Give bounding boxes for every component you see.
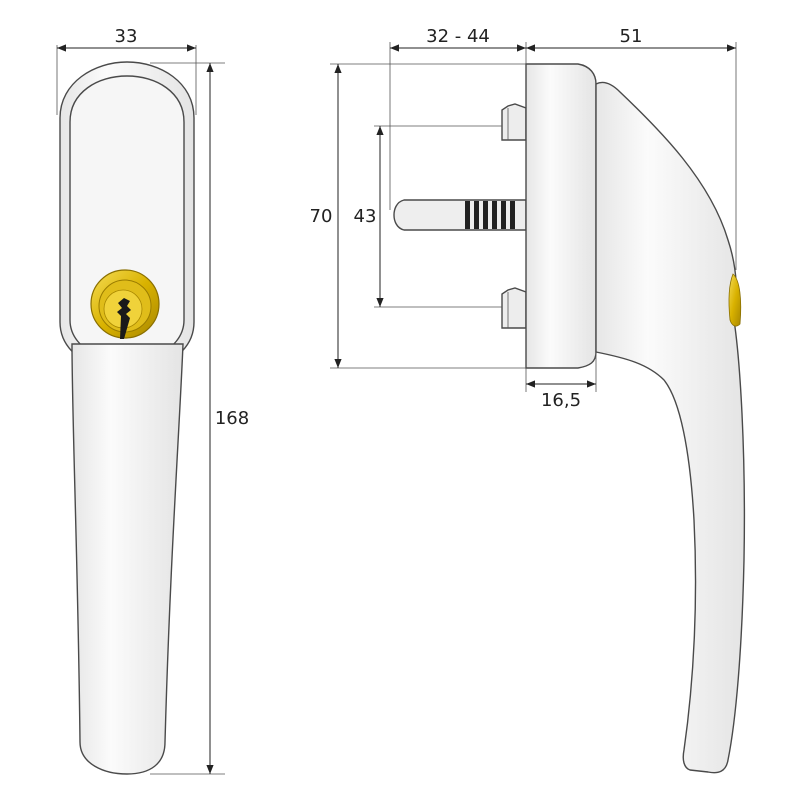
dimension-spindle-length: 32 - 44 xyxy=(389,26,527,210)
side-lever xyxy=(595,81,746,774)
dimension-base-height: 70 xyxy=(310,63,526,369)
side-lock-cylinder xyxy=(728,273,742,327)
dimension-front-height: 168 xyxy=(150,62,249,775)
dimension-label-front-height: 168 xyxy=(215,408,249,429)
dimension-label-base-depth: 16,5 xyxy=(541,390,581,411)
side-base-plate xyxy=(525,63,597,369)
spindle xyxy=(393,199,527,231)
dimension-label-projection: 51 xyxy=(620,26,643,47)
screw-bottom xyxy=(501,287,527,329)
side-view xyxy=(393,63,746,774)
keyhole-icon xyxy=(117,298,131,339)
dimension-projection: 51 xyxy=(526,26,737,270)
dimension-label-spindle-length: 32 - 44 xyxy=(426,26,490,47)
dimension-screw-spacing: 43 xyxy=(354,125,502,308)
dimension-front-width: 33 xyxy=(56,26,197,115)
dimension-label-front-width: 33 xyxy=(115,26,138,47)
dimension-label-base-height: 70 xyxy=(310,206,333,227)
lock-cylinder-icon xyxy=(90,269,160,339)
front-view xyxy=(59,61,195,775)
screw-top xyxy=(501,103,527,141)
dimension-label-screw-spacing: 43 xyxy=(354,206,377,227)
front-lever xyxy=(71,343,184,775)
dimension-base-depth: 16,5 xyxy=(525,352,597,411)
